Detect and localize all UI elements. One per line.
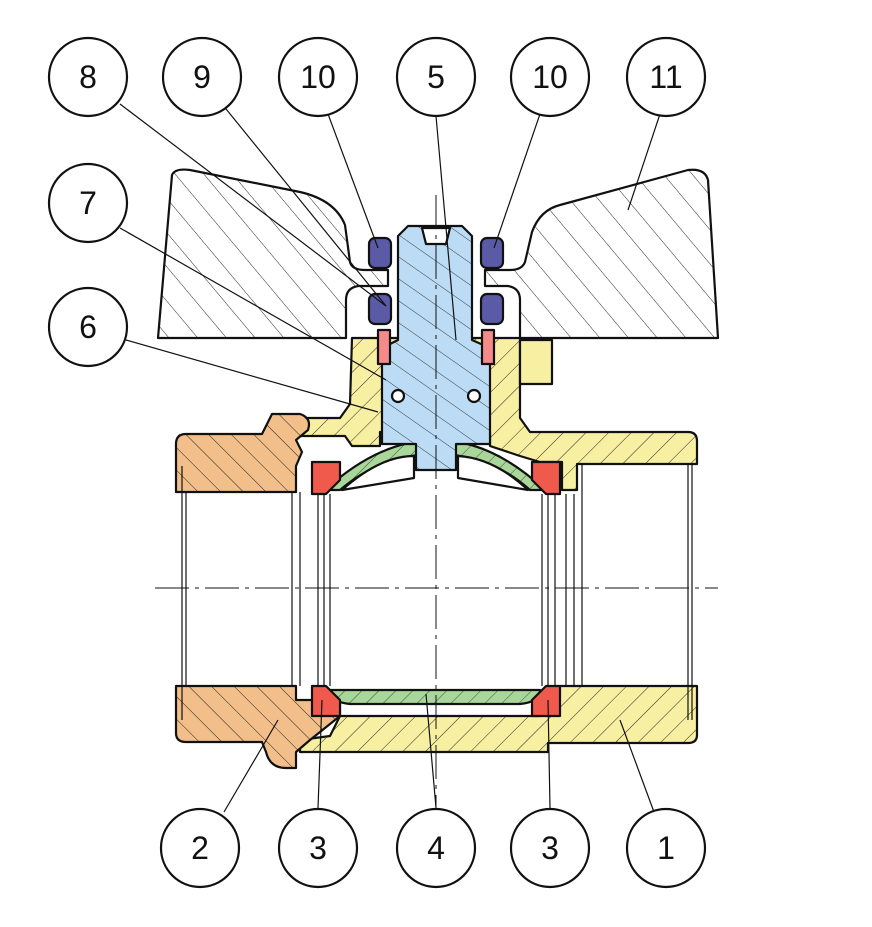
callout-10-right: 10 — [509, 36, 591, 118]
callout-label: 2 — [191, 830, 209, 866]
butterfly-handle — [156, 168, 720, 340]
callout-label: 10 — [300, 59, 336, 95]
callout-5: 5 — [395, 36, 477, 118]
callout-label: 10 — [532, 59, 568, 95]
callout-11: 11 — [625, 36, 707, 118]
bore-interior — [181, 464, 693, 720]
callout-7: 7 — [47, 162, 129, 244]
callout-label: 1 — [657, 830, 675, 866]
callout-3-right: 3 — [509, 807, 591, 889]
callout-label: 11 — [649, 59, 682, 95]
center-lines — [155, 195, 718, 808]
callout-3-left: 3 — [277, 807, 359, 889]
end-connector — [174, 412, 342, 770]
leader-lines — [119, 103, 661, 813]
packing-rings — [376, 328, 496, 366]
callout-6: 6 — [47, 286, 129, 368]
callout-9: 9 — [161, 36, 243, 118]
callout-4: 4 — [395, 807, 477, 889]
callout-label: 7 — [79, 185, 97, 221]
callout-1: 1 — [625, 807, 707, 889]
callout-label: 5 — [427, 59, 445, 95]
o-rings — [367, 236, 505, 326]
callout-label: 3 — [309, 830, 327, 866]
ball — [323, 438, 547, 706]
callout-10-left: 10 — [277, 36, 359, 118]
seat-rings — [310, 460, 562, 718]
callout-label: 3 — [541, 830, 559, 866]
callout-8: 8 — [47, 36, 129, 118]
callout-label: 8 — [79, 59, 97, 95]
callout-label: 6 — [79, 309, 97, 345]
callout-label: 4 — [427, 830, 445, 866]
callout-2: 2 — [159, 807, 241, 889]
callout-label: 9 — [193, 59, 211, 95]
